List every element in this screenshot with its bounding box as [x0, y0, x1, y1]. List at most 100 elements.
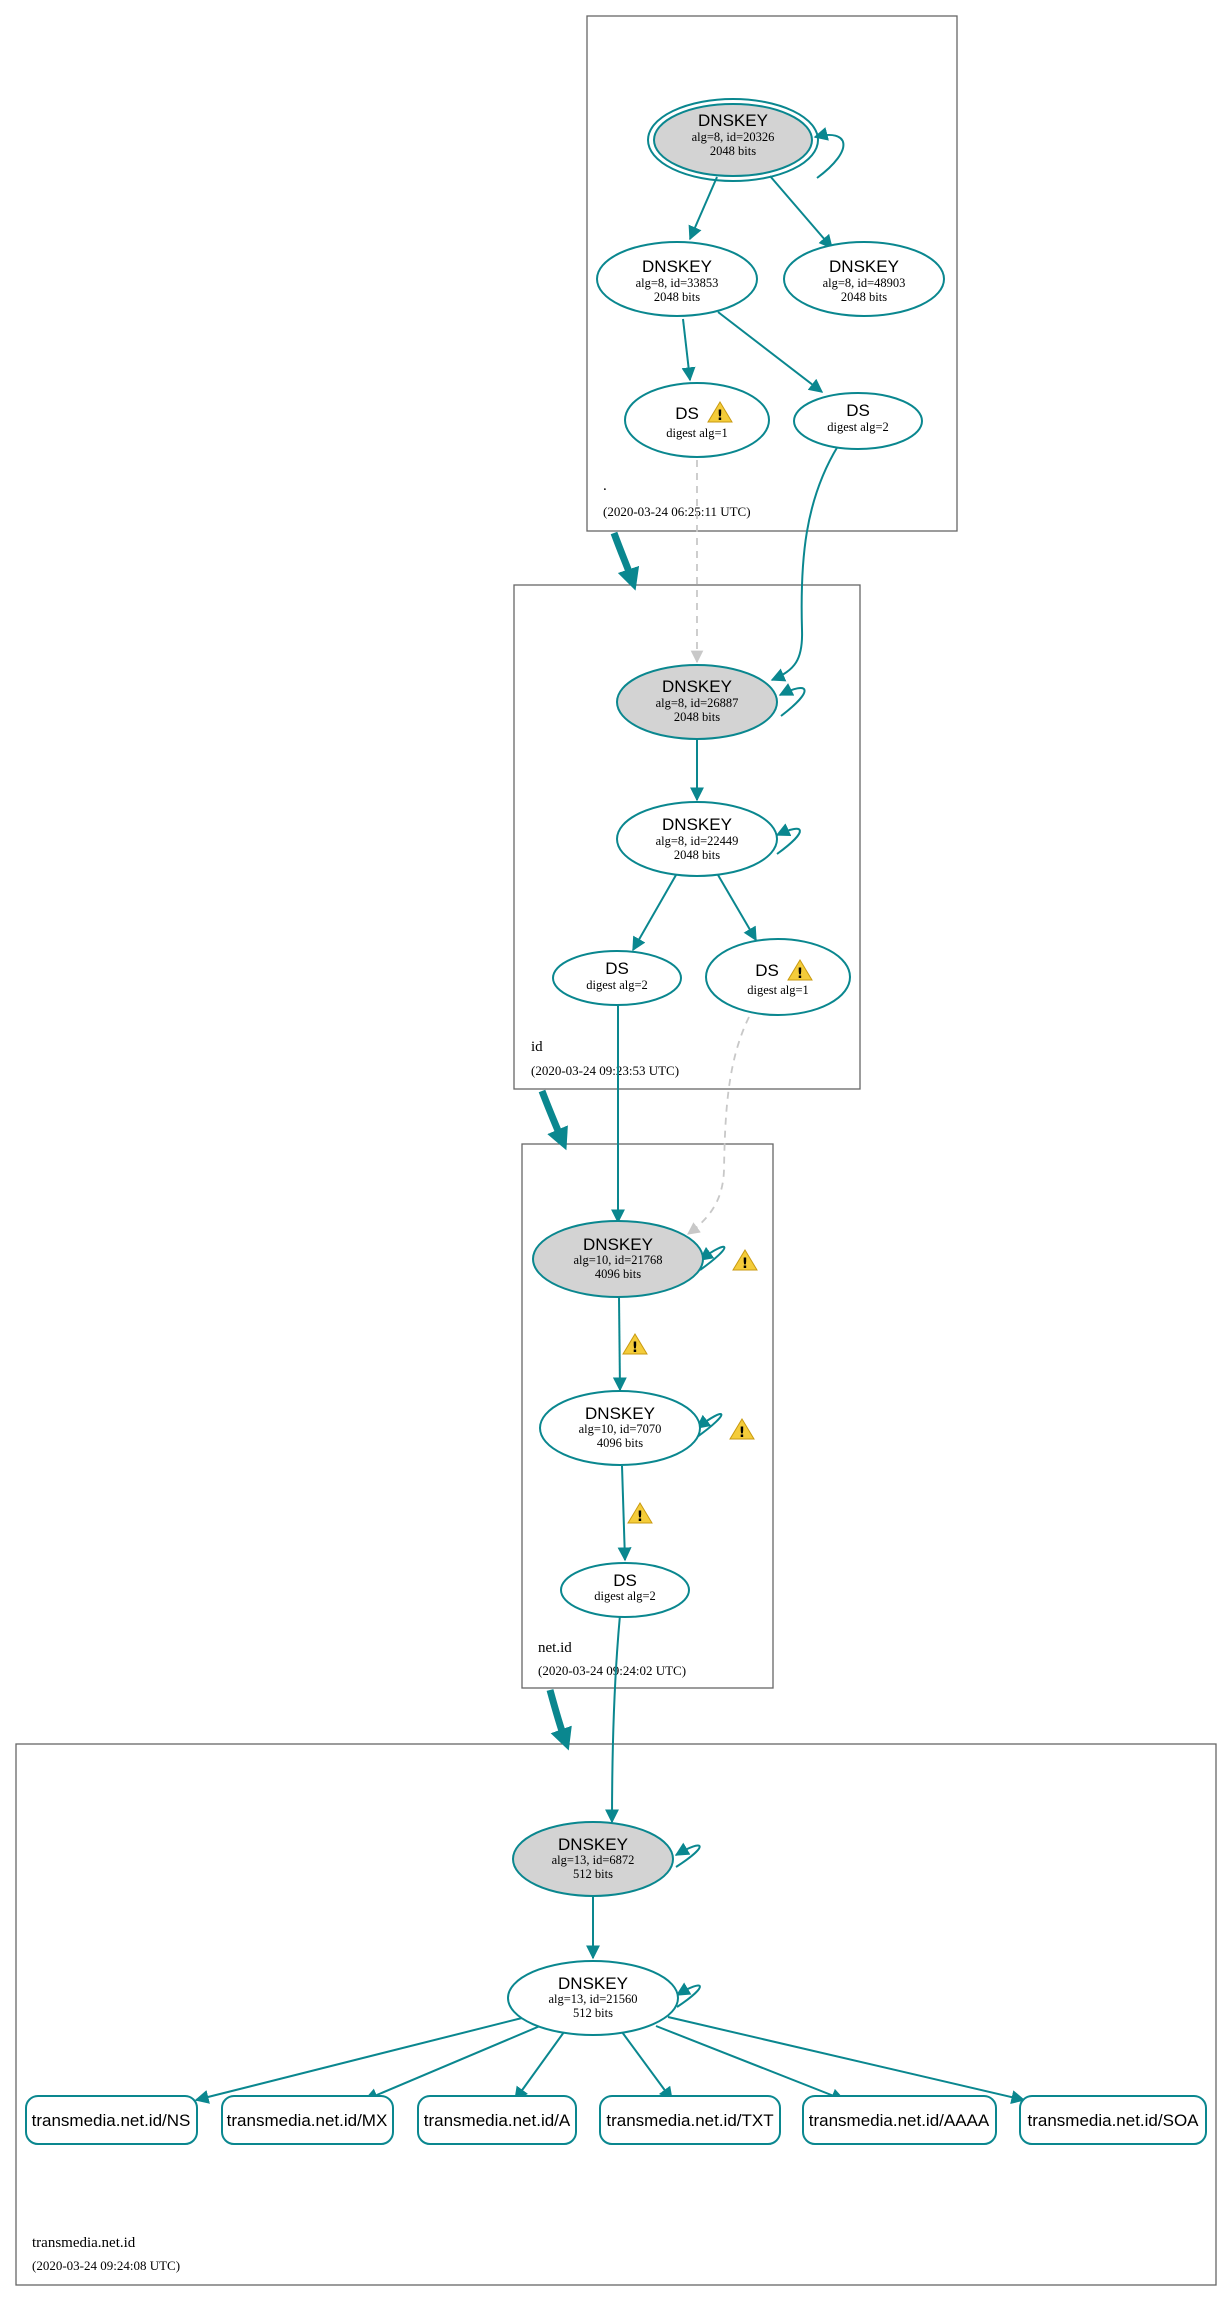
warning-icon[interactable]: ! — [627, 1502, 653, 1525]
self-signature-edge — [698, 1245, 726, 1271]
ds-node-id-digest-1[interactable]: DS digest alg=1 ! — [705, 938, 851, 1016]
delegation-edge — [538, 1089, 568, 1151]
svg-text:digest alg=1: digest alg=1 — [747, 983, 809, 997]
svg-text:transmedia.net.id/SOA: transmedia.net.id/SOA — [1027, 2111, 1199, 2130]
warning-icon[interactable]: ! — [732, 1249, 758, 1272]
ds-node-net-id-digest-2[interactable]: DS digest alg=2 — [560, 1562, 690, 1618]
svg-text:alg=13, id=6872: alg=13, id=6872 — [552, 1853, 635, 1867]
rrset-node-txt[interactable]: transmedia.net.id/TXT — [599, 2095, 781, 2145]
rrset-node-mx[interactable]: transmedia.net.id/MX — [221, 2095, 394, 2145]
svg-text:transmedia.net.id/MX: transmedia.net.id/MX — [227, 2111, 388, 2130]
zone-timestamp: (2020-03-24 06:25:11 UTC) — [603, 504, 751, 519]
self-signature-edge — [674, 1842, 701, 1868]
svg-text:!: ! — [739, 1425, 745, 1441]
svg-text:alg=8, id=20326: alg=8, id=20326 — [692, 130, 775, 144]
svg-text:transmedia.net.id/A: transmedia.net.id/A — [424, 2111, 571, 2130]
signature-edge — [617, 1465, 632, 1562]
svg-text:alg=10, id=21768: alg=10, id=21768 — [573, 1253, 662, 1267]
svg-text:alg=8, id=33853: alg=8, id=33853 — [636, 276, 719, 290]
zone-id: id (2020-03-24 09:23:53 UTC) — [513, 584, 861, 1090]
svg-text:4096 bits: 4096 bits — [597, 1436, 643, 1450]
dnskey-node-id-ksk[interactable]: DNSKEY alg=8, id=26887 2048 bits — [616, 664, 778, 740]
svg-text:!: ! — [632, 1340, 638, 1356]
signature-edge — [363, 2025, 541, 2102]
svg-text:2048 bits: 2048 bits — [674, 848, 720, 862]
dnskey-node-root-zsk-33853[interactable]: DNSKEY alg=8, id=33853 2048 bits — [596, 241, 758, 317]
self-signature-edge — [695, 1413, 723, 1438]
svg-text:transmedia.net.id/NS: transmedia.net.id/NS — [32, 2111, 191, 2130]
dnskey-node-transmedia-zsk[interactable]: DNSKEY alg=13, id=21560 512 bits — [507, 1960, 679, 2036]
svg-text:alg=13, id=21560: alg=13, id=21560 — [548, 1992, 637, 2006]
dnskey-node-net-id-zsk[interactable]: DNSKEY alg=10, id=7070 4096 bits — [539, 1390, 701, 1466]
signature-edge — [621, 2031, 673, 2102]
signature-edge — [612, 1296, 627, 1392]
svg-text:DNSKEY: DNSKEY — [558, 1974, 628, 1993]
self-signature-edge — [675, 1982, 701, 2008]
svg-text:DNSKEY: DNSKEY — [642, 257, 712, 276]
self-signature-edge — [813, 127, 845, 179]
svg-text:DS: DS — [675, 404, 699, 423]
svg-text:DNSKEY: DNSKEY — [698, 111, 768, 130]
rrset-node-aaaa[interactable]: transmedia.net.id/AAAA — [802, 2095, 997, 2145]
signature-edge — [514, 2031, 565, 2102]
svg-text:digest alg=2: digest alg=2 — [827, 420, 889, 434]
warning-icon[interactable]: ! — [707, 401, 733, 424]
ds-edge — [605, 1614, 621, 1824]
warning-icon[interactable]: ! — [729, 1418, 755, 1441]
svg-text:DNSKEY: DNSKEY — [558, 1835, 628, 1854]
signature-edge — [681, 318, 696, 382]
svg-text:2048 bits: 2048 bits — [841, 290, 887, 304]
zone-timestamp: (2020-03-24 09:23:53 UTC) — [531, 1063, 679, 1078]
insecure-ds-edge — [686, 1016, 750, 1235]
svg-text:alg=10, id=7070: alg=10, id=7070 — [579, 1422, 662, 1436]
zone-transmedia-net-id: transmedia.net.id (2020-03-24 09:24:08 U… — [15, 1743, 1217, 2286]
zone-timestamp: (2020-03-24 09:24:08 UTC) — [32, 2258, 180, 2273]
delegation-edge — [610, 531, 640, 591]
svg-text:!: ! — [637, 1509, 643, 1525]
zone-timestamp: (2020-03-24 09:24:02 UTC) — [538, 1663, 686, 1678]
svg-text:DS: DS — [755, 961, 779, 980]
rrset-node-soa[interactable]: transmedia.net.id/SOA — [1019, 2095, 1207, 2145]
signature-edge — [717, 874, 757, 942]
signature-edge — [194, 2017, 523, 2104]
svg-text:!: ! — [797, 966, 803, 982]
self-signature-edge — [778, 683, 806, 717]
svg-text:alg=8, id=48903: alg=8, id=48903 — [823, 276, 906, 290]
svg-text:alg=8, id=26887: alg=8, id=26887 — [656, 696, 739, 710]
warning-icon[interactable]: ! — [787, 959, 813, 982]
svg-text:alg=8, id=22449: alg=8, id=22449 — [656, 834, 739, 848]
zone-name: transmedia.net.id — [32, 2235, 136, 2251]
warning-icon[interactable]: ! — [622, 1333, 648, 1356]
svg-text:512 bits: 512 bits — [573, 1867, 613, 1881]
rrset-node-a[interactable]: transmedia.net.id/A — [417, 2095, 577, 2145]
signature-edge — [632, 874, 677, 952]
svg-text:DNSKEY: DNSKEY — [662, 815, 732, 834]
dnskey-node-root-ksk[interactable]: DNSKEY alg=8, id=20326 2048 bits — [647, 98, 819, 182]
svg-text:transmedia.net.id/TXT: transmedia.net.id/TXT — [606, 2111, 773, 2130]
svg-text:transmedia.net.id/AAAA: transmedia.net.id/AAAA — [809, 2111, 990, 2130]
dnskey-node-transmedia-ksk[interactable]: DNSKEY alg=13, id=6872 512 bits — [512, 1821, 674, 1897]
rrset-node-ns[interactable]: transmedia.net.id/NS — [25, 2095, 198, 2145]
signature-edge — [717, 311, 824, 393]
svg-text:digest alg=1: digest alg=1 — [666, 426, 728, 440]
ds-node-root-digest-1[interactable]: DS digest alg=1 ! — [624, 382, 770, 458]
signature-edge — [769, 175, 833, 250]
ds-node-id-digest-2[interactable]: DS digest alg=2 — [552, 950, 682, 1006]
zone-name: . — [603, 478, 607, 494]
dnskey-node-net-id-ksk[interactable]: DNSKEY alg=10, id=21768 4096 bits — [532, 1220, 704, 1298]
svg-text:DS: DS — [613, 1571, 637, 1590]
dnskey-node-id-zsk[interactable]: DNSKEY alg=8, id=22449 2048 bits — [616, 801, 778, 877]
zone-net-id: net.id (2020-03-24 09:24:02 UTC) — [521, 1143, 774, 1689]
ds-edge — [770, 445, 839, 682]
svg-text:DNSKEY: DNSKEY — [829, 257, 899, 276]
svg-text:DS: DS — [846, 401, 870, 420]
signature-edge — [667, 2016, 1026, 2104]
ds-node-root-digest-2[interactable]: DS digest alg=2 — [793, 392, 923, 450]
svg-text:2048 bits: 2048 bits — [674, 710, 720, 724]
dnskey-node-root-zsk-48903[interactable]: DNSKEY alg=8, id=48903 2048 bits — [783, 241, 945, 317]
svg-text:!: ! — [717, 408, 723, 424]
svg-text:DNSKEY: DNSKEY — [585, 1404, 655, 1423]
svg-text:4096 bits: 4096 bits — [595, 1267, 641, 1281]
svg-text:DS: DS — [605, 959, 629, 978]
